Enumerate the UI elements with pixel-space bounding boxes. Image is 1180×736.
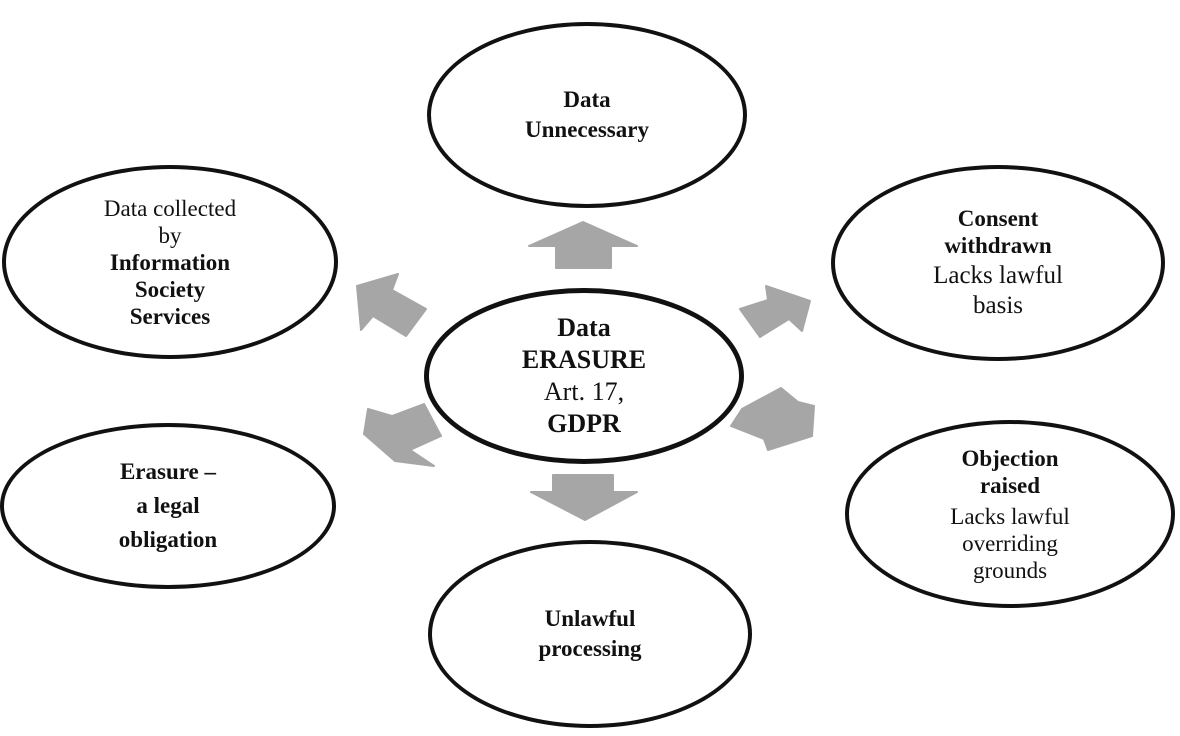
node-text-line: processing xyxy=(538,636,642,661)
node-text-line: basis xyxy=(973,292,1023,319)
node-data-erasure-center: Data ERASURE Art. 17, GDPR xyxy=(424,288,744,464)
node-text-line: overriding xyxy=(962,530,1058,556)
center-text-line: Art. 17, xyxy=(543,377,625,406)
node-text-line: obligation xyxy=(118,527,218,552)
node-text-line: Information xyxy=(109,249,231,275)
node-text-line: a legal xyxy=(136,493,200,518)
arrow-to-upper-right-node xyxy=(739,285,811,338)
node-text-line: Services xyxy=(129,303,211,329)
node-consent-withdrawn: Consent withdrawn Lacks lawful basis xyxy=(831,165,1165,361)
node-text-line: grounds xyxy=(972,557,1048,583)
node-text-line: Unnecessary xyxy=(525,117,649,142)
arrow-to-lower-right-node xyxy=(730,387,815,451)
node-text-line: Consent xyxy=(957,206,1039,231)
center-text-line: ERASURE xyxy=(521,345,647,374)
node-text-line: Lacks lawful xyxy=(933,262,1063,289)
node-unlawful-processing: Unlawful processing xyxy=(428,540,752,728)
node-text-line: Objection xyxy=(961,445,1059,471)
arrow-to-upper-left-node xyxy=(356,273,427,337)
node-information-society-services: Data collected by Information Society Se… xyxy=(2,165,338,359)
node-text-line: Society xyxy=(134,276,206,302)
arrow-to-bottom-node xyxy=(530,474,638,521)
node-text-line: by xyxy=(158,222,182,248)
arrow-to-top-node xyxy=(528,221,638,269)
node-objection-raised: Objection raised Lacks lawful overriding… xyxy=(845,420,1175,608)
center-text-line: Data xyxy=(557,313,611,342)
center-text-line: GDPR xyxy=(547,409,621,438)
arrow-to-lower-left-node xyxy=(363,403,442,467)
node-text-line: Data xyxy=(563,87,611,112)
node-text-line: withdrawn xyxy=(944,233,1052,258)
node-text-line: raised xyxy=(979,472,1041,498)
node-text-line: Unlawful xyxy=(544,606,636,631)
node-erasure-legal-obligation: Erasure – a legal obligation xyxy=(0,423,336,589)
node-text-line: Data collected xyxy=(103,195,237,221)
node-text-line: Lacks lawful xyxy=(950,503,1070,529)
node-text-line: Erasure – xyxy=(119,459,217,484)
node-data-unnecessary: Data Unnecessary xyxy=(427,22,747,208)
